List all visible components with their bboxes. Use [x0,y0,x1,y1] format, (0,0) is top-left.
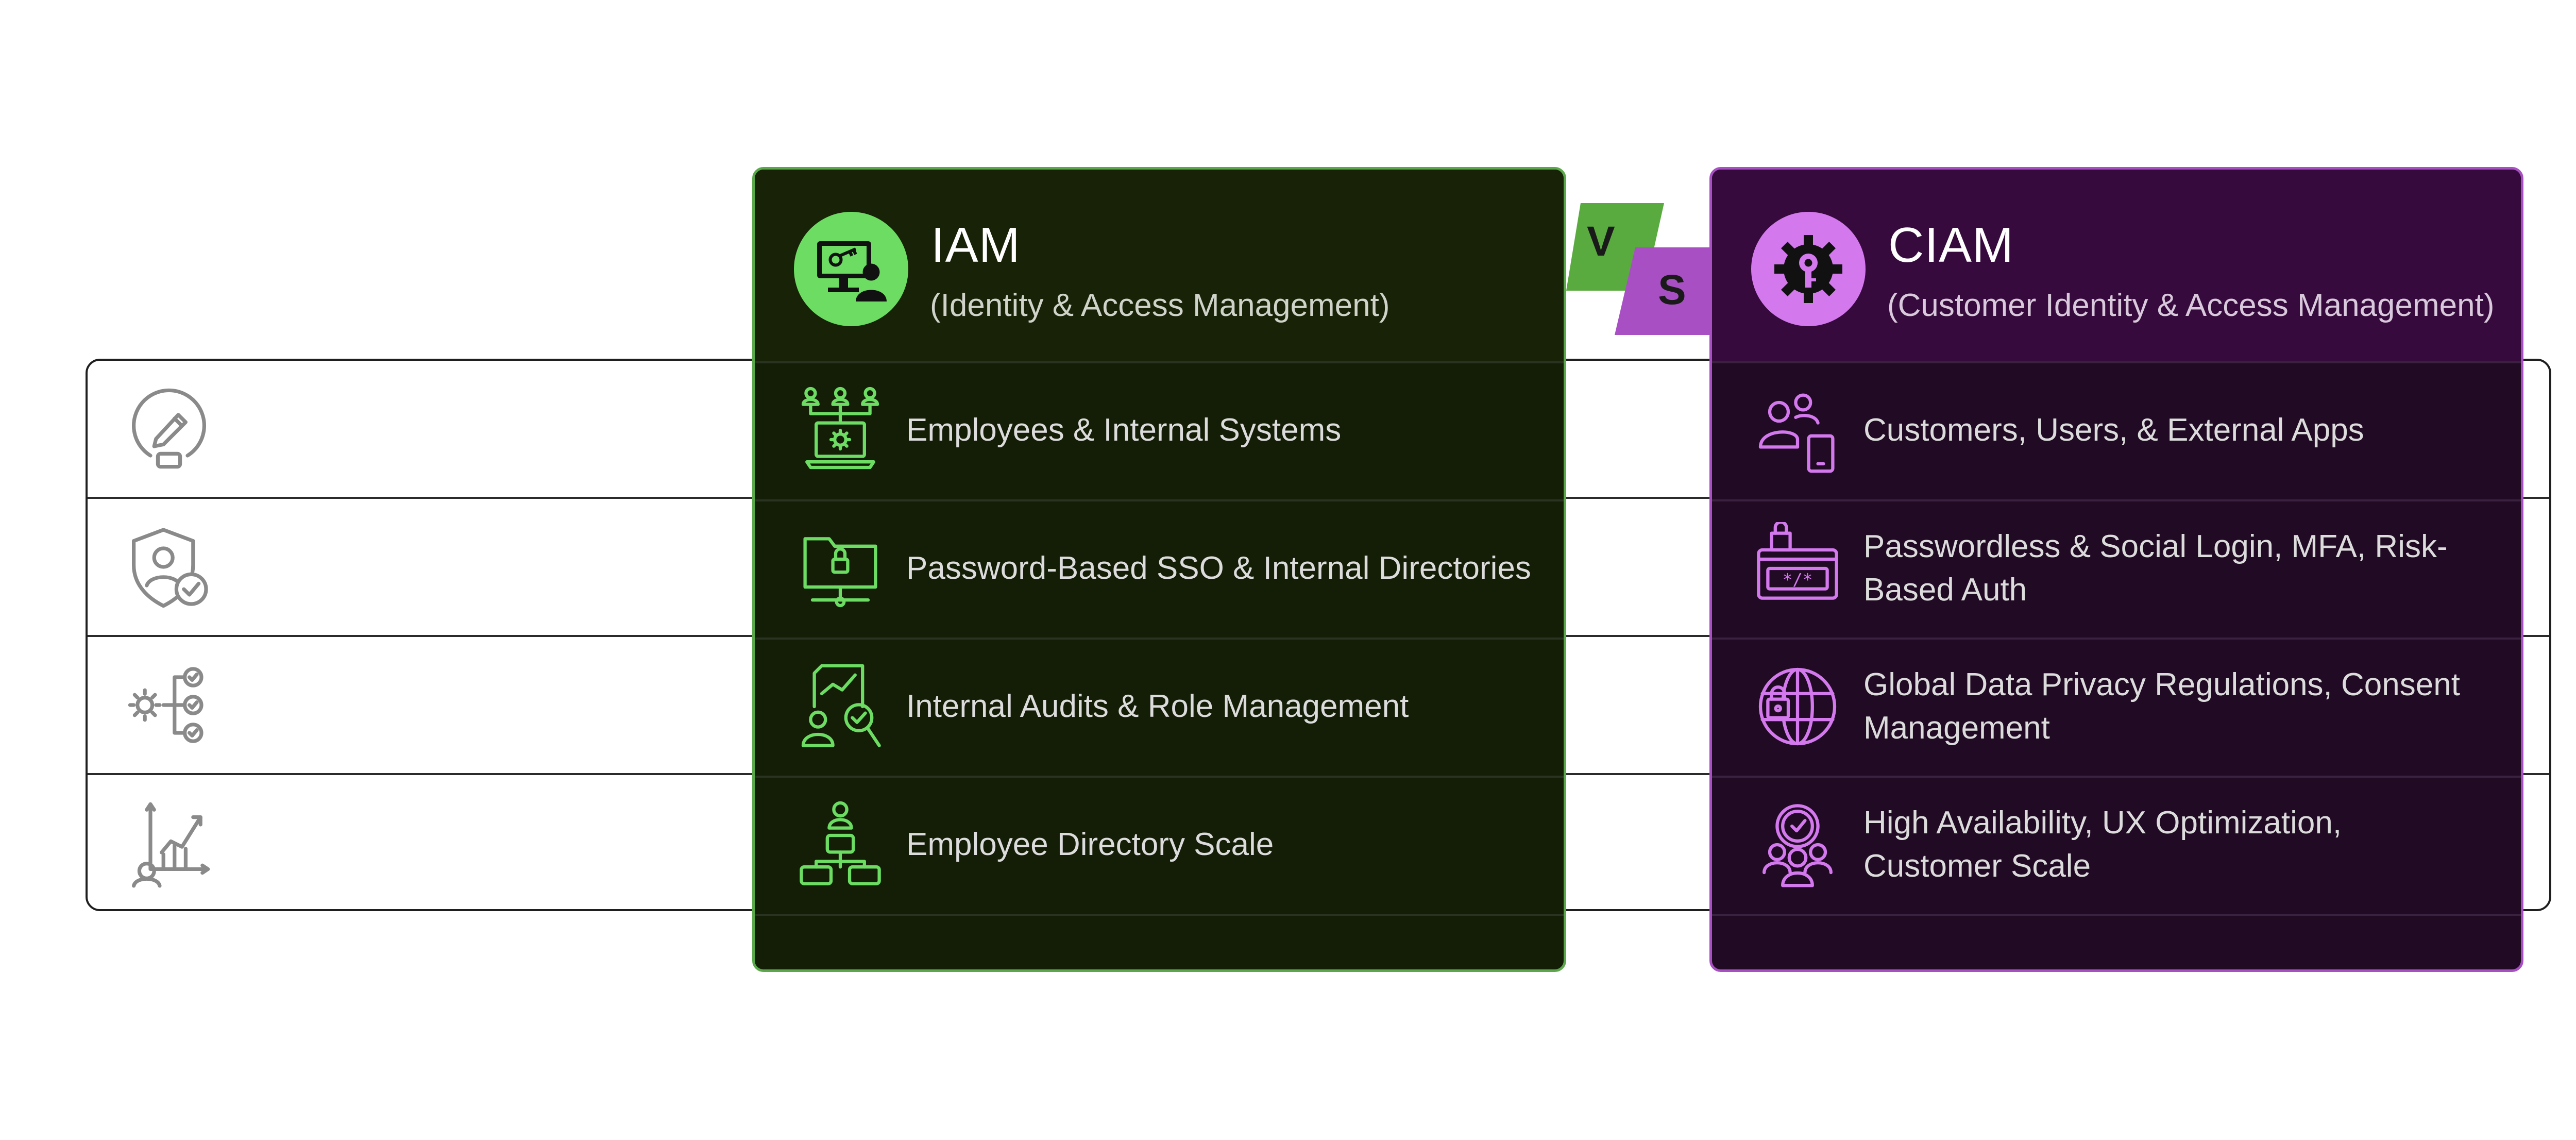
iam-row: Internal Audits & Role Management [755,638,1564,776]
gear-checklist-icon [123,659,215,751]
iam-row: Employees & Internal Systems [755,361,1564,499]
ciam-row: High Availability, UX Optimization, Cust… [1712,776,2521,914]
users-clock-icon [1751,798,1844,891]
iam-footer [755,914,1564,969]
pencil-badge-icon [123,381,215,474]
locked-folder-icon [794,522,887,615]
ciam-footer [1712,914,2521,969]
audit-search-icon [794,660,887,753]
iam-row: Password-Based SSO & Internal Directorie… [755,499,1564,638]
vs-badge-s: S [1615,247,1713,335]
iam-row: Employee Directory Scale [755,776,1564,914]
iam-row-text: Password-Based SSO & Internal Directorie… [906,550,1531,586]
iam-row-text: Employees & Internal Systems [906,412,1342,448]
ciam-row-text: Global Data Privacy Regulations, Consent… [1863,667,2460,746]
org-chart-icon [794,798,887,891]
password-form-icon: */* [1751,520,1844,615]
ciam-header: CIAM (Customer Identity & Access Managem… [1712,170,2521,361]
iam-title: IAM [931,217,1021,273]
users-device-icon [1751,384,1844,477]
ciam-row-text: High Availability, UX Optimization, Cust… [1863,805,2342,884]
ciam-subtitle: (Customer Identity & Access Management) [1887,288,2495,323]
ciam-row: Customers, Users, & External Apps [1712,361,2521,499]
ciam-row-text: Customers, Users, & External Apps [1863,412,2364,448]
iam-subtitle: (Identity & Access Management) [930,288,1390,323]
ciam-title: CIAM [1888,217,2014,273]
ciam-row: */* Passwordless & Social Login, MFA, Ri… [1712,499,2521,638]
shield-user-icon [123,521,215,613]
ciam-panel: CIAM (Customer Identity & Access Managem… [1709,167,2523,972]
ciam-row: Global Data Privacy Regulations, Consent… [1712,638,2521,776]
monitor-key-user-icon [794,212,908,326]
iam-panel: IAM (Identity & Access Management) Emplo… [752,167,1566,972]
iam-row-text: Employee Directory Scale [906,827,1274,862]
growth-chart-icon [123,797,215,890]
iam-row-text: Internal Audits & Role Management [906,689,1409,724]
globe-lock-icon [1751,660,1844,753]
org-laptop-icon [794,384,887,477]
svg-text:*/*: */* [1783,569,1812,589]
gear-key-icon [1751,212,1866,326]
iam-header: IAM (Identity & Access Management) [755,170,1564,361]
ciam-row-text: Passwordless & Social Login, MFA, Risk-B… [1863,529,2448,608]
